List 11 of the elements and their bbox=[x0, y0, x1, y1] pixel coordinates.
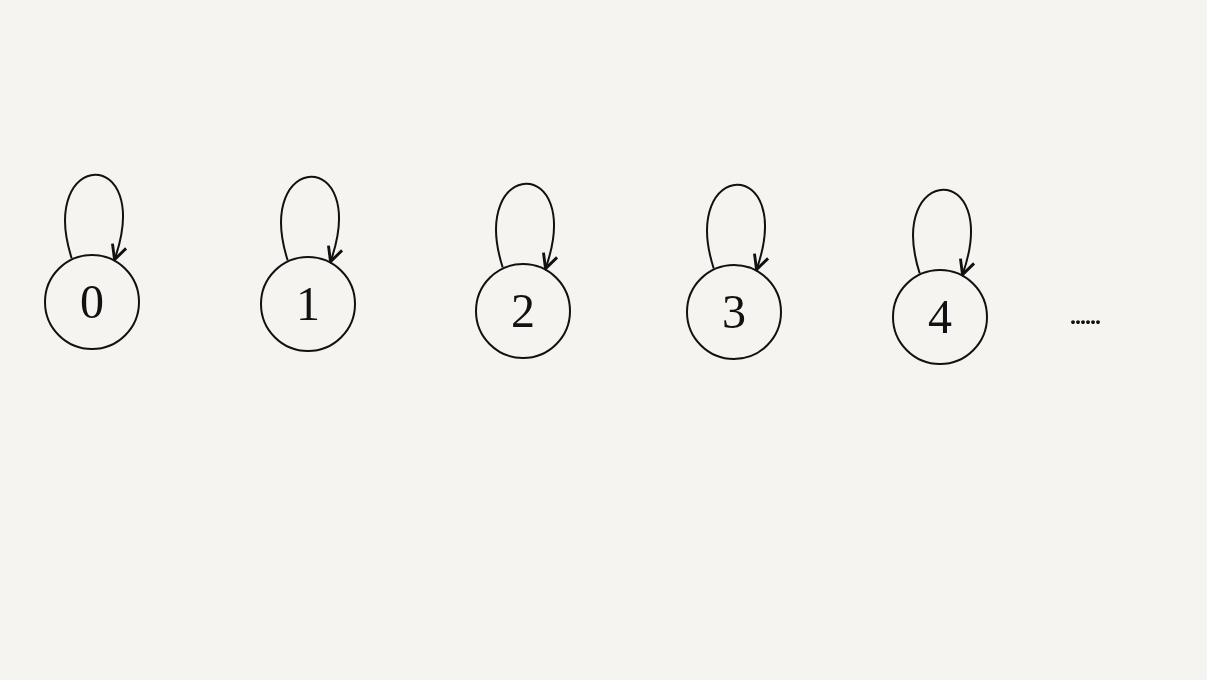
node-number: 4 bbox=[928, 293, 952, 341]
ellipsis: ...... bbox=[1070, 302, 1100, 331]
self-loop-arrow bbox=[64, 173, 127, 262]
node-number: 3 bbox=[722, 288, 746, 336]
self-loop-arrow bbox=[912, 188, 975, 277]
node-number: 2 bbox=[511, 287, 535, 335]
node-number: 1 bbox=[296, 280, 320, 328]
self-loop-arrow bbox=[280, 175, 343, 264]
self-loop-arrow bbox=[706, 183, 769, 272]
self-loop-arrow bbox=[495, 182, 558, 271]
node-number: 0 bbox=[80, 278, 104, 326]
